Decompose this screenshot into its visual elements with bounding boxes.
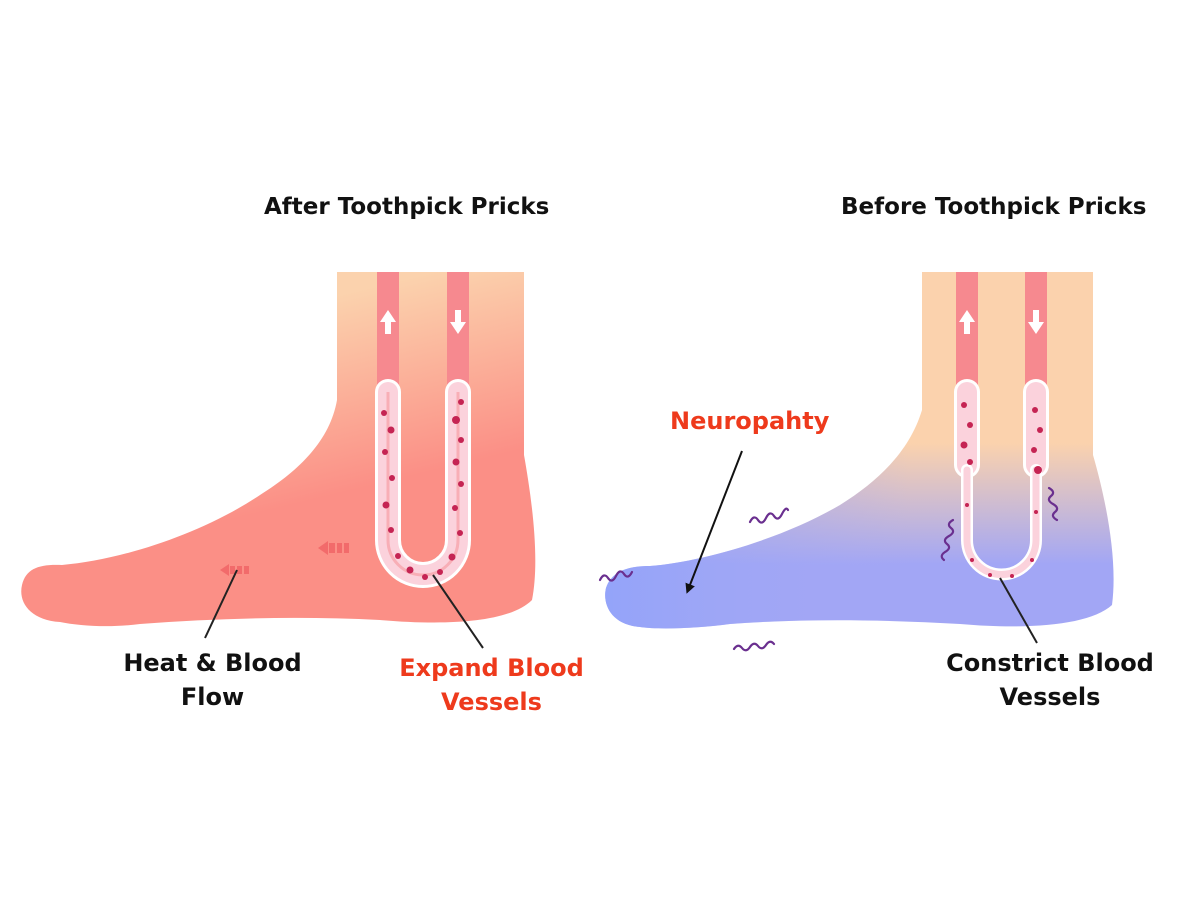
after-vessels [375,272,471,588]
expand-vessels-label-line1: Expand Blood [399,654,584,682]
heat-flow-label-line1: Heat & Blood [123,649,302,677]
before-arrow-down-icon [1028,310,1044,334]
expand-vessels-label-line2: Vessels [441,688,542,716]
before-vessels [954,272,1049,581]
heat-pointer-line [204,569,238,639]
after-vessel-up [377,272,399,397]
constrict-vessels-label: Constrict Blood Vessels [946,646,1154,714]
constrict-vessels-label-line2: Vessels [999,683,1101,711]
after-foot-shape [21,272,536,627]
before-vessel-up [956,272,978,397]
before-title: Before Toothpick Pricks [841,194,1147,220]
heat-flow-arrow-icon [318,541,349,555]
heat-flow-label-line2: Flow [180,683,245,711]
neuropathy-label: Neuropahty [670,407,830,435]
neuropathy-pointer-line [685,450,743,594]
after-foot [21,272,536,649]
expand-vessels-label: Expand Blood Vessels [394,651,589,719]
after-arrow-up-icon [380,310,396,334]
before-vessel-down [1025,272,1047,397]
after-title: After Toothpick Pricks [264,194,550,220]
before-blood-cells [960,402,1043,578]
constrict-vessels-label-line1: Constrict Blood [946,649,1154,677]
after-vessel-down [447,272,469,397]
after-arrow-down-icon [450,310,466,334]
after-blood-cells [381,399,464,580]
heat-flow-label: Heat & Blood Flow [120,646,305,714]
before-arrow-up-icon [959,310,975,334]
heat-flow-arrow-small-icon [220,564,249,576]
expand-pointer-line [432,574,484,649]
before-foot [598,272,1114,652]
constrict-pointer-line [999,577,1038,644]
tingle-marks-icon [598,486,1059,652]
